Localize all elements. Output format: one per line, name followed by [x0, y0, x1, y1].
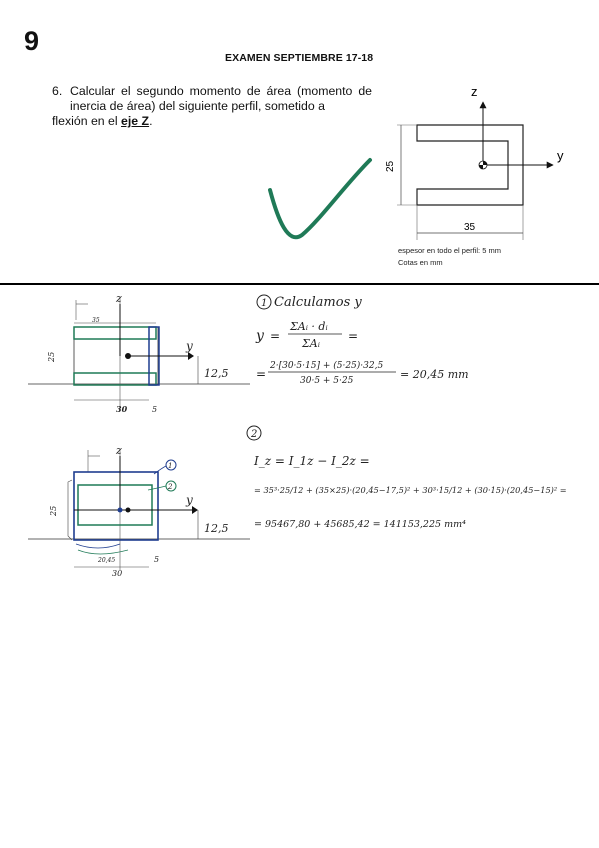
step2-expansion: = 35³·25/12 + (35×25)·(20,45−17,5)² + 30…	[254, 485, 567, 495]
sketch1-centroid-icon	[125, 353, 131, 359]
question-text: Calcular el segundo momento de área (mom…	[70, 84, 372, 113]
units-note: Cotas en mm	[398, 258, 443, 267]
thickness-note: espesor en todo el perfil: 5 mm	[398, 246, 501, 255]
sketch2-centroid-2-icon	[125, 507, 131, 513]
question-number: 6.	[52, 84, 63, 98]
sketch2-inner-dim: 20,45	[97, 557, 115, 564]
centroid-icon	[478, 160, 488, 170]
sketch1-small-dim: 5	[152, 405, 157, 414]
question-last-prefix: flexión en el	[52, 114, 122, 128]
exam-title: EXAMEN SEPTIEMBRE 17-18	[225, 52, 374, 64]
z-axis-label: z	[471, 84, 478, 99]
channel-outline	[416, 124, 524, 206]
sketch2-left-dim: 25	[49, 506, 58, 517]
section-divider	[0, 283, 599, 285]
sketch2-y-label: y	[185, 493, 193, 507]
step-1: 1 Calculamos y y = ΣAᵢ · dᵢ ΣAᵢ = = 2·[3…	[255, 294, 469, 386]
sketch2-z-label: z	[115, 444, 122, 457]
step1-calc-den: 30·5 + 5·25	[300, 376, 354, 386]
sketch1-z-label: z	[115, 292, 122, 305]
profile-figure: 25 35 z y	[385, 84, 564, 240]
solution-sketch-1: 35 25 y z 12,5 30 5	[28, 292, 250, 414]
sketch2-offset-dim: 12,5	[204, 522, 229, 535]
question-axis-label: eje Z	[121, 114, 150, 128]
question-last-suffix: .	[149, 114, 153, 128]
question-last-line: flexión en el eje Z.	[52, 114, 153, 129]
sketch1-top-dim: 35	[92, 317, 100, 324]
sketch2-label-2: 2	[167, 483, 173, 491]
svg-text:=: =	[256, 367, 266, 381]
step1-calc-num: 2·[30·5·15] + (5·25)·32,5	[269, 360, 383, 371]
step1-formula-eq: =	[348, 329, 358, 343]
width-dim: 35	[464, 222, 476, 233]
page-number: 9	[24, 26, 40, 56]
sketch1-bottom-dim: 30	[116, 404, 128, 414]
sketch2-label-1: 1	[168, 462, 172, 470]
check-mark-icon	[268, 158, 372, 240]
sketch2-bottom-dim: 30	[112, 569, 122, 578]
sketch2-small-dim: 5	[154, 555, 159, 564]
step1-calc-result: = 20,45 mm	[400, 368, 469, 381]
step1-formula-num: ΣAᵢ · dᵢ	[289, 320, 328, 333]
step2-expression: I_z = I_1z − I_2z =	[253, 454, 370, 468]
solution-sketch-2: 25 y z 1 2 12,5 20,45 30 5	[28, 444, 250, 578]
step-2: 2 I_z = I_1z − I_2z = = 35³·25/12 + (35×…	[246, 425, 567, 530]
sketch1-left-dim: 25	[47, 352, 56, 363]
sketch2-centroid-1-icon	[117, 507, 123, 513]
height-dim: 25	[385, 160, 396, 172]
sketch1-y-label: y	[185, 339, 193, 353]
step1-formula-den: ΣAᵢ	[301, 337, 320, 350]
sketch1-offset-dim: 12,5	[204, 367, 229, 380]
step1-lhs: y	[255, 328, 265, 344]
step2-result: = 95467,80 + 45685,42 = 141153,225 mm⁴	[254, 519, 466, 530]
step1-marker: 1	[261, 298, 267, 309]
step2-marker: 2	[250, 429, 257, 440]
y-axis-label: y	[557, 148, 564, 163]
svg-text:=: =	[270, 329, 280, 343]
step1-heading: Calculamos y	[274, 295, 362, 310]
